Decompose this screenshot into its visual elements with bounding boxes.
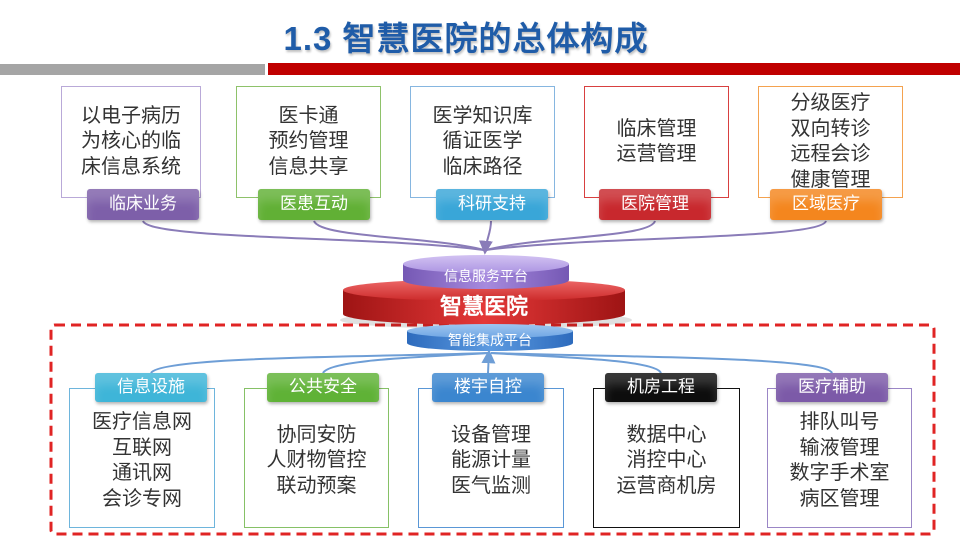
- module-line: 通讯网: [112, 460, 172, 484]
- badge-building-automation: 楼宇自控: [432, 373, 544, 402]
- module-line: 输液管理: [799, 434, 880, 459]
- module-line: 预约管理: [268, 128, 349, 153]
- module-line: 消控中心: [626, 447, 707, 472]
- badge-hospital-management: 医院管理: [599, 189, 711, 220]
- module-box-hospital-management: 临床管理 运营管理: [584, 86, 729, 198]
- top-connectors: [142, 220, 827, 255]
- connector-building-automation: [481, 349, 496, 374]
- connector-hospital-management: [485, 220, 656, 251]
- connector-public-safety: [322, 352, 489, 374]
- module-line: 病区管理: [799, 485, 880, 510]
- module-line: 远程会诊: [790, 141, 871, 165]
- module-line: 信息共享: [268, 153, 349, 178]
- badge-public-safety: 公共安全: [267, 373, 379, 402]
- badge-research-support: 科研支持: [436, 189, 548, 220]
- module-line: 分级医疗: [790, 90, 871, 114]
- header-divider-gray: [0, 64, 265, 75]
- module-box-building-automation: 设备管理 能源计量 医气监测: [418, 388, 564, 528]
- slide-title: 1.3 智慧医院的总体构成: [283, 20, 649, 57]
- module-box-medical-assist: 排队叫号 输液管理 数字手术室 病区管理: [767, 388, 912, 528]
- module-line: 数字手术室: [789, 460, 890, 484]
- module-line: 联动预案: [276, 472, 357, 497]
- module-box-info-facilities: 医疗信息网 互联网 通讯网 会诊专网: [69, 388, 215, 528]
- module-line: 互联网: [112, 434, 172, 459]
- integration-platform-label: 智能集成平台: [448, 332, 532, 349]
- module-line: 医气监测: [451, 472, 531, 497]
- module-line: 以电子病历: [81, 102, 181, 127]
- connector-research-support: [478, 220, 493, 255]
- badge-medical-assist: 医疗辅助: [776, 373, 888, 402]
- module-line: 人财物管控: [266, 447, 367, 472]
- badge-info-facilities: 信息设施: [95, 373, 207, 402]
- module-line: 设备管理: [451, 421, 531, 446]
- bottom-connectors: [150, 349, 833, 374]
- module-box-regional-medical: 分级医疗 双向转诊 远程会诊 健康管理: [758, 86, 903, 198]
- hospital-cylinder: 智慧医院: [340, 279, 632, 329]
- badge-clinical-business: 临床业务: [87, 189, 199, 220]
- module-line: 医学知识库: [432, 102, 533, 127]
- badge-patient-interaction: 医患互动: [258, 189, 370, 220]
- module-line: 医卡通: [278, 102, 339, 127]
- connector-clinical-business: [142, 220, 485, 251]
- module-line: 为核心的临: [81, 128, 181, 153]
- module-line: 数据中心: [626, 421, 707, 446]
- module-box-research-support: 医学知识库 循证医学 临床路径: [410, 86, 555, 198]
- module-line: 排队叫号: [799, 409, 880, 433]
- connector-patient-interaction: [313, 220, 485, 251]
- module-line: 医疗信息网: [92, 409, 192, 433]
- module-line: 运营商机房: [616, 472, 717, 497]
- module-line: 健康管理: [790, 166, 871, 191]
- service-platform-label: 信息服务平台: [444, 268, 528, 285]
- module-line: 运营管理: [616, 141, 697, 165]
- module-box-clinical-business: 以电子病历 为核心的临 床信息系统: [61, 86, 201, 198]
- module-line: 临床管理: [616, 115, 697, 140]
- module-line: 临床路径: [442, 153, 523, 178]
- header-divider-red: [268, 63, 960, 75]
- badge-server-room: 机房工程: [605, 373, 717, 402]
- module-line: 循证医学: [442, 128, 523, 153]
- module-box-public-safety: 协同安防 人财物管控 联动预案: [244, 388, 389, 528]
- connector-medical-assist: [490, 352, 833, 374]
- module-line: 能源计量: [451, 447, 531, 472]
- connector-info-facilities: [150, 352, 489, 374]
- module-line: 会诊专网: [102, 485, 182, 510]
- module-box-server-room: 数据中心 消控中心 运营商机房: [593, 388, 740, 528]
- module-line: 协同安防: [276, 421, 357, 446]
- integration-platform-disc: 智能集成平台: [407, 324, 573, 351]
- service-platform-disc: 信息服务平台: [403, 255, 569, 289]
- badge-regional-medical: 区域医疗: [770, 189, 882, 220]
- module-box-patient-interaction: 医卡通 预约管理 信息共享: [236, 86, 381, 198]
- connector-regional-medical: [485, 220, 827, 251]
- module-line: 双向转诊: [790, 115, 871, 140]
- hospital-label: 智慧医院: [440, 294, 528, 320]
- module-line: 床信息系统: [81, 153, 181, 178]
